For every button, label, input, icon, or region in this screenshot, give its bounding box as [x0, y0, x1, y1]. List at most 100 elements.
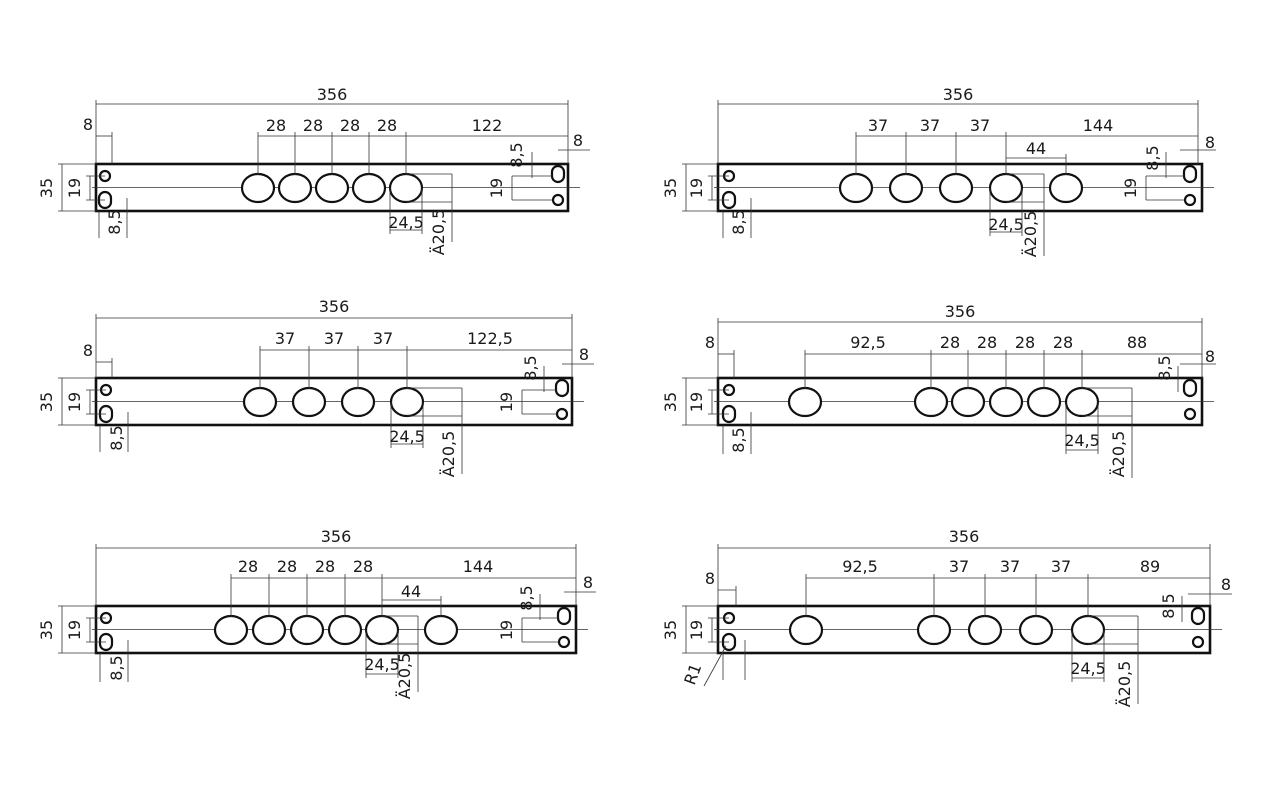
dim-extra-gap: 44 [401, 582, 421, 601]
hole [988, 386, 1024, 418]
dim-slot-spacing-right: 19 [1121, 178, 1140, 198]
dim-hole-width: 24,5 [388, 213, 424, 232]
mount-slot [556, 606, 572, 626]
hole [314, 172, 350, 204]
dim-spacing: 28 [277, 557, 297, 576]
panel-1: 356 8 28 28 28 28 122 8 35 19 [37, 85, 590, 255]
dim-top-right: 8,5 [1155, 355, 1174, 380]
hole [1026, 386, 1062, 418]
mount-slot [1182, 164, 1198, 184]
dim-slot-spacing-left: 19 [65, 178, 84, 198]
dim-spacing: 28 [238, 557, 258, 576]
dim-hole-width: 24,5 [1064, 431, 1100, 450]
mount-hole [1183, 193, 1197, 207]
hole [1064, 386, 1100, 418]
dim-slot-spacing-left: 19 [687, 178, 706, 198]
dim-right-offset: 8 [579, 345, 589, 364]
hole [389, 386, 425, 418]
hole [351, 172, 387, 204]
mount-hole [555, 407, 569, 421]
dim-right-offset: 8 [1205, 347, 1215, 366]
dim-spacing: 28 [1015, 333, 1035, 352]
dim-spacing: 37 [324, 329, 344, 348]
dim-top-right: 8,5 [507, 142, 526, 167]
dim-hole-height: Ä20,5 [395, 653, 414, 700]
hole [988, 172, 1024, 204]
mount-hole [557, 635, 571, 649]
dim-top-right: 8,5 [1143, 145, 1162, 170]
hole [787, 386, 823, 418]
hole [277, 172, 313, 204]
mount-slot [554, 378, 570, 398]
dim-height: 35 [37, 178, 56, 198]
dim-right-run: 144 [463, 557, 494, 576]
dim-slot-spacing-left: 19 [687, 392, 706, 412]
dim-right-run: 89 [1140, 557, 1160, 576]
hole [251, 614, 287, 646]
dim-bottom-left: 8,5 [729, 427, 748, 452]
hole [213, 614, 249, 646]
hole [1048, 172, 1084, 204]
mount-slot [550, 164, 566, 184]
mount-hole [1183, 407, 1197, 421]
hole [423, 614, 459, 646]
dim-top-right: 8,5 [521, 355, 540, 380]
dim-slot-spacing-left: 19 [687, 620, 706, 640]
dim-spacing: 37 [868, 116, 888, 135]
dim-spacing: 28 [940, 333, 960, 352]
dim-spacing: 37 [373, 329, 393, 348]
dim-hole-width: 24,5 [389, 427, 425, 446]
hole [950, 386, 986, 418]
mount-slot [1190, 606, 1206, 626]
dim-top-right: 8,5 [1159, 593, 1178, 618]
panel-5: 356 28 28 28 28 144 44 8 35 19 [37, 527, 596, 699]
dim-hole-height: Ä20,5 [1109, 431, 1128, 478]
dim-spacing: 37 [275, 329, 295, 348]
dim-slot-spacing-left: 19 [65, 392, 84, 412]
dim-spacing: 37 [920, 116, 940, 135]
dim-spacing: 28 [353, 557, 373, 576]
dim-right-offset: 8 [1221, 575, 1231, 594]
dim-hole-height: Ä20,5 [1115, 661, 1134, 708]
dim-top-right: 8,5 [517, 585, 536, 610]
dim-overall: 356 [943, 85, 974, 104]
hole [242, 386, 278, 418]
hole [913, 386, 949, 418]
dim-slot-spacing-right: 19 [497, 392, 516, 412]
dim-left-offset: 8 [83, 341, 93, 360]
hole [340, 386, 376, 418]
panel-6: 356 8 92,5 37 37 37 89 8 35 19 [661, 527, 1232, 707]
hole [788, 614, 824, 646]
dim-overall: 356 [321, 527, 352, 546]
dim-spacing: 28 [377, 116, 397, 135]
dim-spacing: 28 [303, 116, 323, 135]
dim-spacing: 37 [1000, 557, 1020, 576]
mount-slot [1182, 378, 1198, 398]
dim-height: 35 [37, 392, 56, 412]
dim-right-run: 144 [1083, 116, 1114, 135]
dim-spacing: 28 [315, 557, 335, 576]
dim-left-offset: 8 [705, 333, 715, 352]
hole [1018, 614, 1054, 646]
dim-right-offset: 8 [573, 131, 583, 150]
panel-2: 356 37 37 37 144 44 8 35 19 [661, 85, 1216, 257]
dim-left-run: 92,5 [842, 557, 878, 576]
hole [240, 172, 276, 204]
dim-right-offset: 8 [583, 573, 593, 592]
dim-bottom-left: 8,5 [729, 209, 748, 234]
dim-extra-gap: 44 [1026, 139, 1046, 158]
mount-hole [1191, 635, 1205, 649]
dim-right-run: 88 [1127, 333, 1147, 352]
dim-overall: 356 [319, 297, 350, 316]
dim-overall: 356 [949, 527, 980, 546]
dim-hole-width: 24,5 [1070, 659, 1106, 678]
hole [838, 172, 874, 204]
panel-4: 356 8 92,5 28 28 28 28 88 8 35 [661, 302, 1216, 478]
hole [967, 614, 1003, 646]
dim-bottom-left: 8,5 [107, 425, 126, 450]
dim-bottom-left: 8,5 [105, 209, 124, 234]
dim-height: 35 [661, 620, 680, 640]
dim-bottom-left: 8,5 [107, 655, 126, 680]
dim-overall: 356 [945, 302, 976, 321]
